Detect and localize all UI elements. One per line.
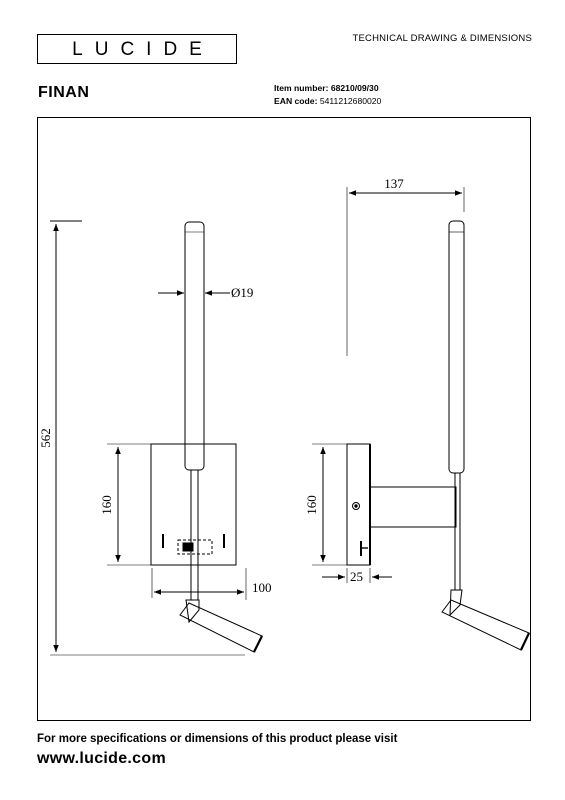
ean-value: 5411212680020 [319,96,382,106]
dim-diameter: Ø19 [231,285,253,300]
header-title: TECHNICAL DRAWING & DIMENSIONS [352,33,532,44]
side-screw [352,502,360,510]
drawing-frame [37,117,531,721]
footer-info-text: For more specifications or dimensions of… [37,733,398,745]
front-lamp-lens [253,635,263,653]
item-number-value: 68210/09/30 [330,83,379,93]
ean-row: EAN code: 5411212680020 [274,96,381,106]
dim-total-height: 562 [38,428,53,448]
front-joint [185,599,200,624]
front-wall-plate [150,443,237,566]
side-joint [449,589,463,617]
brand-logo: LUCIDE [37,34,237,64]
footer-website-link[interactable]: www.lucide.com [37,750,166,767]
dim-plate-height-side: 160 [304,495,319,515]
dim-plate-depth: 25 [350,569,363,584]
side-wall-plate [346,443,371,566]
item-number-label: Item number: [274,83,329,93]
front-switch-knob [182,542,194,552]
front-lamp-head [179,602,263,653]
dim-plate-height-front: 160 [99,495,114,515]
side-view [312,187,530,651]
side-arm [369,486,457,528]
side-screw-center [354,504,358,508]
product-name: FINAN [38,84,90,101]
brand-logo-text: LUCIDE [72,39,214,60]
side-lamp-lens [520,632,530,651]
front-view [50,220,263,656]
dim-depth: 137 [384,176,404,191]
front-tube [184,221,205,471]
front-switch [177,539,213,555]
item-number-row: Item number: 68210/09/30 [274,83,379,93]
side-lamp-head [441,599,530,651]
dim-arm-width: 100 [252,580,272,595]
side-tube [448,220,465,474]
ean-label: EAN code: [274,96,318,106]
